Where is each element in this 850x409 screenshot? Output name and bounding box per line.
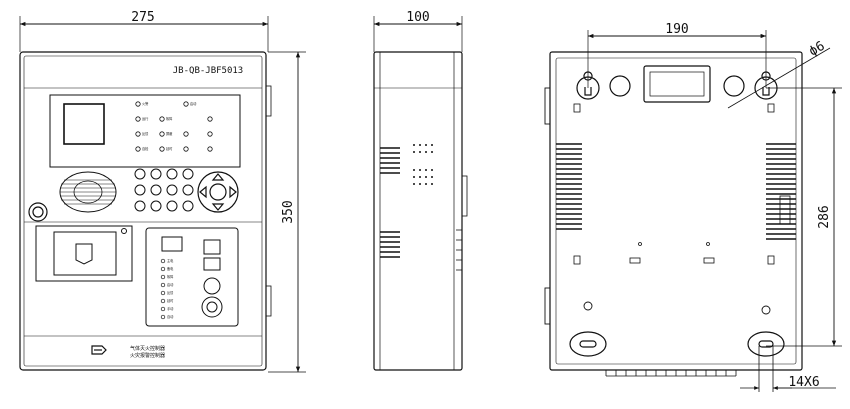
panel-indicator-4: 反馈 xyxy=(167,290,174,295)
panel-indicator-2: 故障 xyxy=(167,274,174,279)
indicator-grid xyxy=(135,101,213,152)
indicator-label-4: 反馈 xyxy=(142,131,149,136)
panel-indicator-0: 主电 xyxy=(167,258,174,263)
mount-hole-top-right xyxy=(754,71,778,100)
side-enclosure xyxy=(373,51,463,371)
cable-entry xyxy=(643,65,711,103)
bracket-left-top xyxy=(544,87,551,125)
knockout-1 xyxy=(609,75,631,97)
back-hole-spacing-h-dimension xyxy=(587,30,767,88)
speaker-grille xyxy=(59,171,117,213)
back-hole-spacing-h-label: 190 xyxy=(665,22,688,37)
front-width-label: 275 xyxy=(131,10,154,25)
side-vents xyxy=(380,147,400,258)
side-depth-label: 100 xyxy=(406,10,429,25)
bottom-knockouts xyxy=(605,370,737,377)
slot-dimension xyxy=(740,346,836,392)
panel-indicator-1: 备电 xyxy=(167,266,174,271)
back-vents-right xyxy=(766,143,796,240)
mount-slot-bottom-left xyxy=(569,331,607,357)
panel-indicator-7: 自动 xyxy=(167,314,173,319)
indicator-label-6: 自检 xyxy=(142,146,149,151)
indicator-label-0: 火警 xyxy=(142,101,149,106)
key-lock xyxy=(28,202,48,222)
gas-control-panel xyxy=(145,227,239,327)
indicator-label-2: 运行 xyxy=(142,116,149,121)
panel-indicator-6: 手动 xyxy=(167,306,173,311)
back-hole-spacing-v-label: 286 xyxy=(817,205,832,228)
diameter-leader xyxy=(727,47,831,109)
front-view: 275 350 JB-QB-JBF5013 火警 启动 运行 故障 xyxy=(19,10,306,373)
side-speaker-holes xyxy=(413,144,433,185)
side-view: 100 xyxy=(373,10,468,371)
panel-indicator-5: 延时 xyxy=(167,298,174,303)
brand-logo xyxy=(91,345,107,355)
back-hole-diameter-label: ϕ6 xyxy=(807,39,828,60)
brand-text-line1: 气体灭火控制器 xyxy=(130,345,165,352)
indicator-label-5: 屏蔽 xyxy=(166,131,173,136)
brand-text-line2: 火灾报警控制器 xyxy=(130,352,165,359)
keypad xyxy=(134,168,194,212)
mount-hole-top-left xyxy=(576,71,600,100)
hinge-bottom xyxy=(265,285,272,317)
mount-slot-bottom-right xyxy=(747,331,785,357)
side-depth-dimension xyxy=(373,16,463,52)
indicator-label-1: 启动 xyxy=(190,101,196,106)
back-view: 190 ϕ6 286 xyxy=(544,22,842,392)
front-width-dimension xyxy=(19,16,269,52)
bracket-left-bottom xyxy=(544,287,551,325)
printer xyxy=(35,225,133,282)
back-enclosure xyxy=(549,51,803,371)
front-height-dimension xyxy=(268,51,306,373)
knockout-2 xyxy=(723,75,745,97)
display-module xyxy=(49,94,241,168)
indicator-label-7: 延时 xyxy=(166,146,173,151)
nav-pad xyxy=(197,171,239,213)
panel-indicator-3: 启动 xyxy=(167,282,173,287)
back-hole-spacing-v-dimension xyxy=(766,87,842,347)
model-label: JB-QB-JBF5013 xyxy=(173,66,243,76)
front-enclosure xyxy=(19,51,267,371)
back-vents-left xyxy=(556,143,582,230)
slot-dimension-label: 14X6 xyxy=(788,375,819,390)
lcd-screen xyxy=(63,103,105,145)
hinge-top xyxy=(265,85,272,117)
indicator-label-3: 故障 xyxy=(166,116,173,121)
front-height-label: 350 xyxy=(281,200,296,223)
